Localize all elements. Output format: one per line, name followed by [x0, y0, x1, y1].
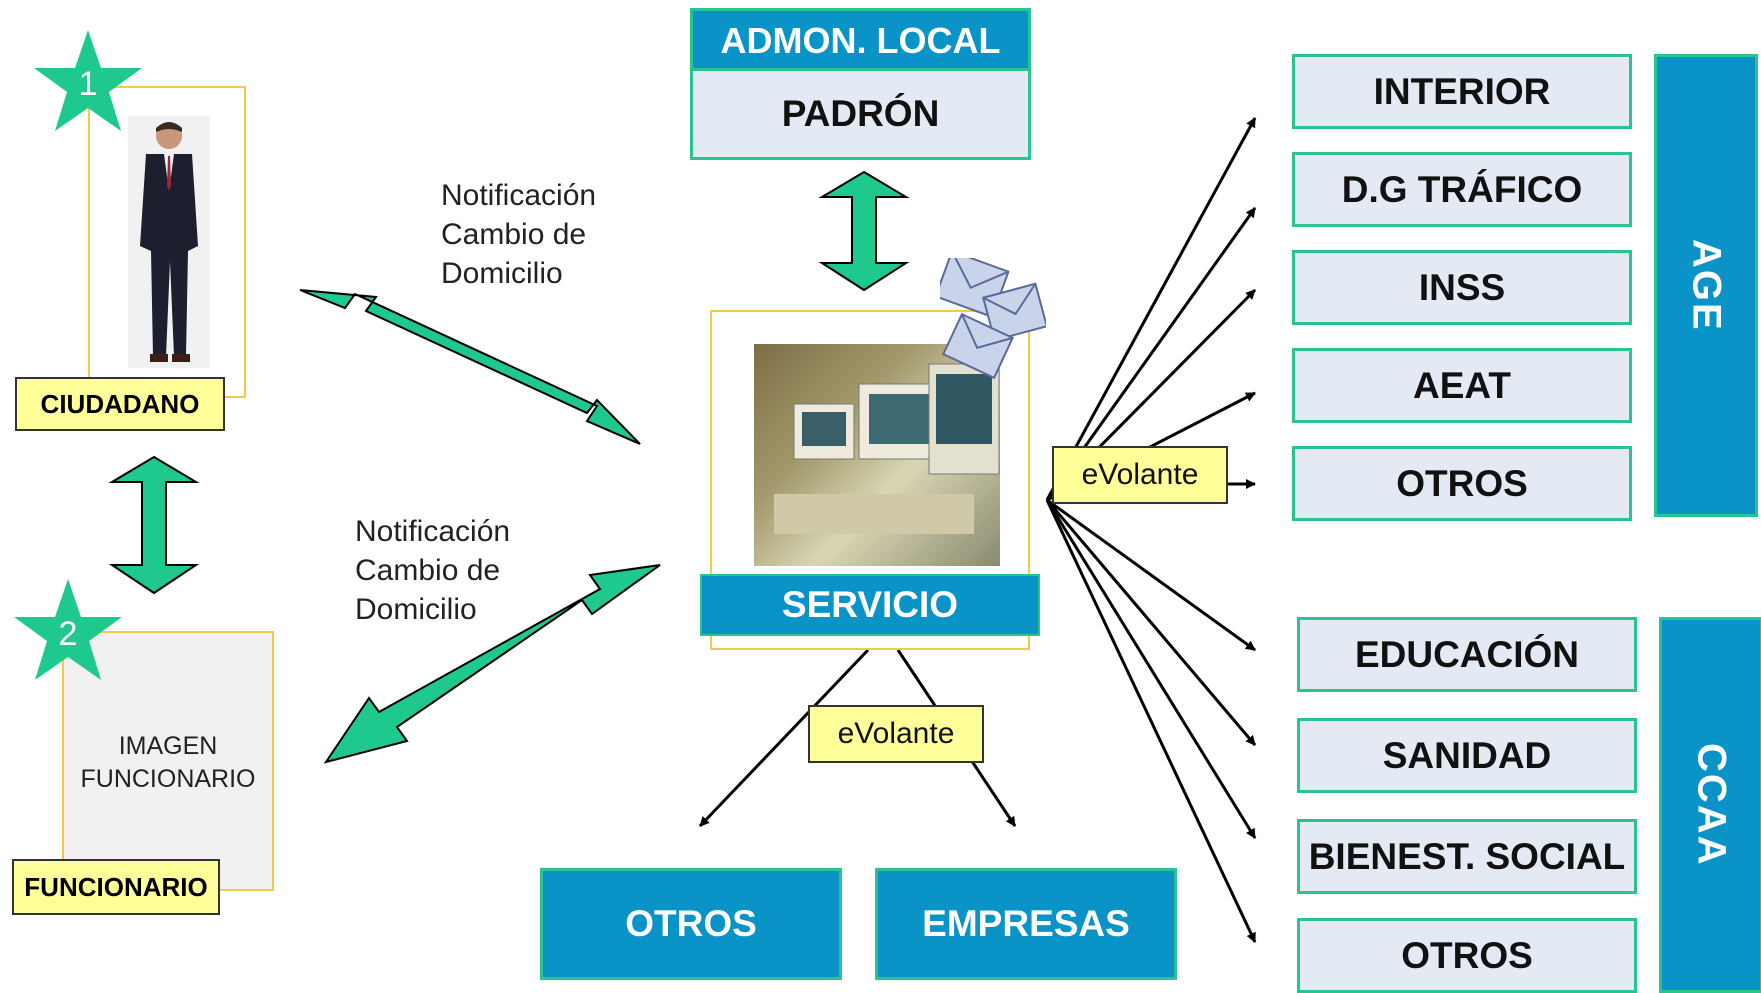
double-arrow-funcionario-servicio	[323, 564, 661, 764]
star-icon	[14, 579, 122, 680]
notification-note-bottom: Notificación Cambio de Domicilio	[355, 515, 511, 626]
servicio-label: SERVICIO	[700, 574, 1040, 636]
age-item-otros: OTROS	[1292, 446, 1632, 521]
funcionario-image-text: IMAGEN FUNCIONARIO	[80, 732, 256, 793]
star-icon	[34, 30, 142, 131]
funcionario-label: FUNCIONARIO	[12, 859, 220, 915]
ccaa-item-educacion: EDUCACIÓN	[1297, 617, 1637, 692]
admon-local-header: ADMON. LOCAL	[690, 8, 1031, 70]
step-number-1: 1	[78, 64, 98, 103]
evolante-right-label: eVolante	[1052, 446, 1228, 504]
padron-box: PADRÓN	[690, 68, 1031, 160]
ccaa-item-sanidad: SANIDAD	[1297, 718, 1637, 793]
ciudadano-photo	[128, 116, 210, 368]
ciudadano-label: CIUDADANO	[15, 377, 225, 431]
computer-room-image	[754, 344, 1000, 566]
double-arrow-ciudadano-funcionario	[108, 455, 200, 595]
businessman-figure	[140, 122, 198, 362]
ccaa-item-otros: OTROS	[1297, 918, 1637, 993]
bottom-otros-box: OTROS	[540, 868, 842, 980]
envelopes-icon	[940, 258, 1046, 380]
ccaa-item-bienestar-social: BIENEST. SOCIAL	[1297, 819, 1637, 894]
double-arrow-ciudadano-servicio	[299, 289, 641, 445]
age-group-bar: AGE	[1654, 54, 1758, 517]
ccaa-group-bar: CCAA	[1659, 617, 1761, 993]
double-arrow-padron-servicio	[818, 170, 910, 292]
age-group-label: AGE	[1684, 239, 1729, 332]
step-number-2: 2	[58, 614, 78, 653]
bottom-empresas-box: EMPRESAS	[875, 868, 1177, 980]
age-item-aeat: AEAT	[1292, 348, 1632, 423]
ccaa-group-label: CCAA	[1689, 743, 1734, 867]
evolante-bottom-label: eVolante	[808, 705, 984, 763]
notification-note-top: Notificación Cambio de Domicilio	[441, 179, 597, 290]
age-item-dg-trafico: D.G TRÁFICO	[1292, 152, 1632, 227]
age-item-inss: INSS	[1292, 250, 1632, 325]
age-item-interior: INTERIOR	[1292, 54, 1632, 129]
fan-lines-right	[1045, 117, 1257, 943]
